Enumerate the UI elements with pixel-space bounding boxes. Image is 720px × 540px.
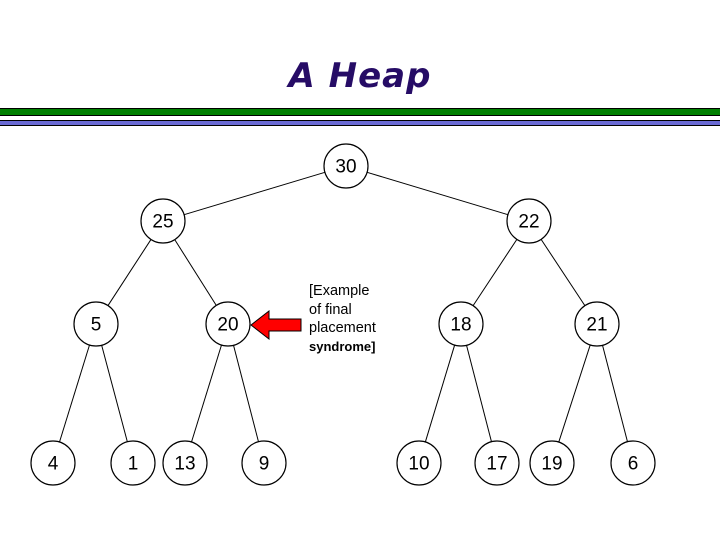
node-circle [610, 440, 656, 486]
tree-edge [472, 239, 518, 306]
tree-edge [191, 344, 222, 443]
node-label: 30 [335, 157, 356, 178]
tree-node: 4 [30, 440, 76, 486]
tree-edge [101, 345, 128, 442]
node-label: 18 [450, 315, 471, 336]
tree-node: 20 [205, 301, 251, 347]
tree-edge [107, 239, 152, 306]
node-label: 9 [259, 454, 270, 475]
annotation-line-4: syndrome] [309, 338, 376, 354]
tree-node: 1 [110, 440, 156, 486]
page-title: A Heap [288, 56, 432, 96]
node-circle [529, 440, 575, 486]
tree-edge [59, 344, 90, 443]
node-circle [506, 198, 552, 244]
node-label: 17 [486, 454, 507, 475]
node-label: 19 [541, 454, 562, 475]
node-label: 21 [586, 315, 607, 336]
tree-edge [424, 344, 456, 443]
node-label: 4 [48, 454, 59, 475]
divider-green [0, 108, 720, 116]
tree-node: 25 [140, 198, 186, 244]
tree-node: 18 [438, 301, 484, 347]
node-circle [205, 301, 251, 347]
node-label: 1 [128, 454, 139, 475]
tree-edge [602, 345, 628, 442]
node-circle [438, 301, 484, 347]
node-label: 5 [91, 315, 102, 336]
tree-edge [366, 171, 509, 216]
tree-nodes: 30 25 22 5 20 18 21 4 1 13 9 10 17 19 6 [30, 143, 656, 486]
tree-node: 30 [323, 143, 369, 189]
annotation-line-2: of final [309, 301, 352, 318]
node-label: 22 [518, 212, 539, 233]
tree-edge [233, 345, 259, 442]
tree-node: 19 [529, 440, 575, 486]
tree-node: 6 [610, 440, 656, 486]
node-circle [162, 440, 208, 486]
tree-edge [558, 344, 591, 443]
node-circle [474, 440, 520, 486]
annotation-line-1: [Example [309, 283, 370, 299]
red-arrow-icon [250, 309, 302, 341]
tree-node: 21 [574, 301, 620, 347]
tree-edge [183, 171, 326, 216]
node-label: 20 [217, 315, 238, 336]
node-circle [323, 143, 369, 189]
node-circle [110, 440, 156, 486]
tree-edges [59, 171, 628, 443]
tree-edge [540, 239, 586, 306]
tree-node: 22 [506, 198, 552, 244]
annotation-text: [Example of final placement syndrome] [309, 282, 405, 356]
tree-edge [466, 345, 492, 442]
node-circle [140, 198, 186, 244]
node-circle [73, 301, 119, 347]
tree-node: 17 [474, 440, 520, 486]
tree-node: 13 [162, 440, 208, 486]
node-circle [574, 301, 620, 347]
divider-blue [0, 120, 720, 126]
tree-node: 10 [396, 440, 442, 486]
node-label: 10 [408, 454, 429, 475]
node-label: 13 [174, 454, 195, 475]
annotation-line-3: placement [309, 320, 376, 336]
tree-edge [174, 239, 217, 306]
node-label: 25 [152, 212, 173, 233]
node-circle [396, 440, 442, 486]
node-circle [241, 440, 287, 486]
tree-node: 5 [73, 301, 119, 347]
node-label: 6 [628, 454, 639, 475]
tree-node: 9 [241, 440, 287, 486]
node-circle [30, 440, 76, 486]
